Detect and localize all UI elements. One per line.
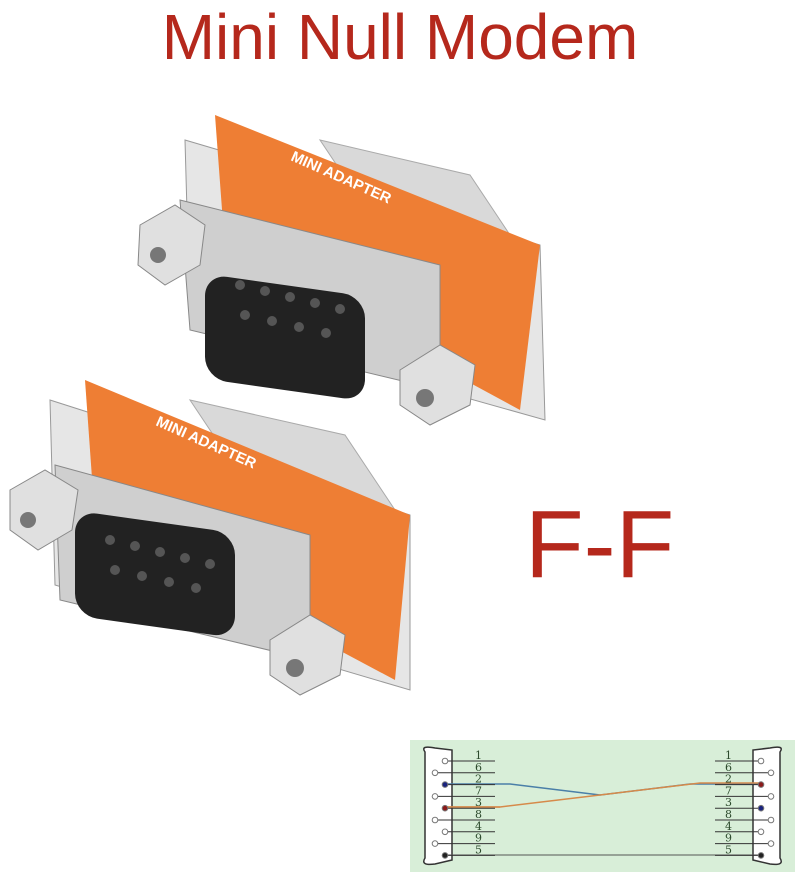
pin-dot-left xyxy=(441,804,449,812)
pin-label-right: 1 xyxy=(725,749,732,762)
title: Mini Null Modem xyxy=(161,1,639,73)
pin-label-left: 5 xyxy=(475,843,482,856)
pin-dot-right xyxy=(767,840,775,847)
pin-label-right: 3 xyxy=(725,796,732,809)
pin-dot-right xyxy=(757,781,765,788)
pin-dot-right xyxy=(767,769,775,777)
gender-label: F-F xyxy=(525,491,675,598)
pin-label-left: 1 xyxy=(475,749,482,762)
pin-label-left: 2 xyxy=(475,773,482,786)
adapter-top: MINI ADAPTER xyxy=(137,115,546,426)
pin-dot-right xyxy=(767,793,775,800)
pin-label-right: 5 xyxy=(725,843,732,856)
pin-dot-left xyxy=(441,757,449,765)
pin-label-left: 4 xyxy=(475,820,482,833)
pin-label-right: 2 xyxy=(725,773,732,786)
pin-dot-right xyxy=(767,816,775,824)
pin-dot-left xyxy=(431,816,439,824)
pin-label-right: 6 xyxy=(725,761,732,774)
pin-dot-right xyxy=(757,852,765,859)
pin-label-left: 9 xyxy=(475,832,482,845)
pin-label-right: 4 xyxy=(725,820,732,833)
pin-label-right: 9 xyxy=(725,832,732,845)
pin-label-left: 6 xyxy=(475,761,482,774)
pin-dot-right xyxy=(757,804,765,812)
pin-label-left: 8 xyxy=(475,808,482,821)
pin-dot-left xyxy=(431,769,439,777)
pin-dot-left xyxy=(441,781,449,788)
pin-dot-left xyxy=(441,852,449,859)
adapter-bottom: MINI ADAPTER xyxy=(9,380,411,696)
pin-dot-right xyxy=(757,828,765,836)
pin-label-left: 7 xyxy=(475,784,482,797)
pin-label-left: 3 xyxy=(475,796,482,809)
pin-dot-left xyxy=(441,828,449,836)
pin-dot-right xyxy=(757,757,765,765)
pin-label-right: 7 xyxy=(725,784,732,797)
pin-dot-left xyxy=(431,793,439,800)
pin-dot-left xyxy=(431,840,439,847)
pin-label-right: 8 xyxy=(725,808,732,821)
